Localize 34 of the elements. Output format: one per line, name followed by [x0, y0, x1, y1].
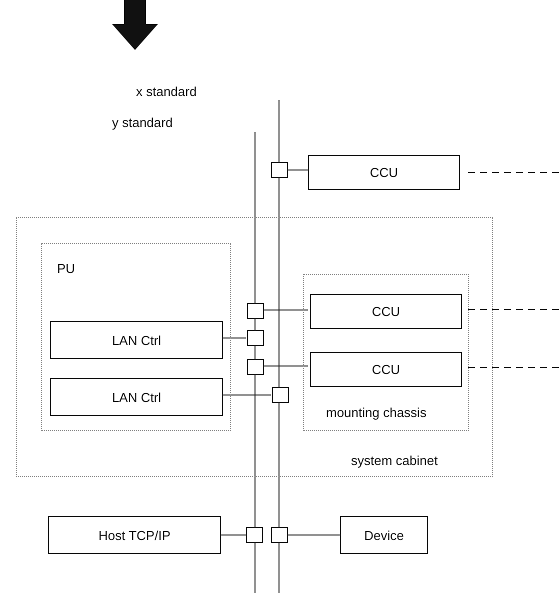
unit-box [310, 294, 462, 329]
box-label: CCU [370, 165, 398, 180]
connector-square [271, 162, 288, 178]
enclosure-frame [16, 217, 493, 477]
dashed-connector [468, 172, 560, 173]
connector-line [288, 534, 340, 536]
box-label: Device [364, 528, 404, 542]
enclosure-frame [303, 274, 469, 431]
unit-box [340, 516, 428, 554]
connector-square [246, 527, 263, 543]
unit-box [48, 516, 221, 554]
enclosure-label: mounting chassis [326, 405, 426, 420]
dashed-connector [468, 309, 560, 310]
box-label: CCU [372, 362, 400, 377]
box-label: LAN Ctrl [112, 390, 162, 404]
unit-box [310, 352, 462, 387]
enclosure-label: PU [57, 261, 76, 276]
unit-box [50, 321, 223, 359]
connector-square [247, 330, 264, 346]
enclosure-label: system cabinet [351, 453, 438, 468]
connector-square [247, 303, 264, 319]
connector-square [272, 387, 289, 403]
box-label: LAN Ctrl [112, 332, 162, 348]
connector-square [271, 527, 288, 543]
box-label: Host TCP/IP [98, 528, 170, 542]
box-label: CCU [372, 304, 400, 319]
unit-box [50, 378, 223, 416]
enclosure-frame [41, 243, 231, 431]
bus-label: x standard [136, 84, 197, 99]
bus-label: y standard [112, 115, 173, 130]
connector-line [220, 534, 246, 536]
dashed-connector [468, 367, 560, 368]
connector-square [247, 359, 264, 375]
unit-box [308, 155, 460, 190]
